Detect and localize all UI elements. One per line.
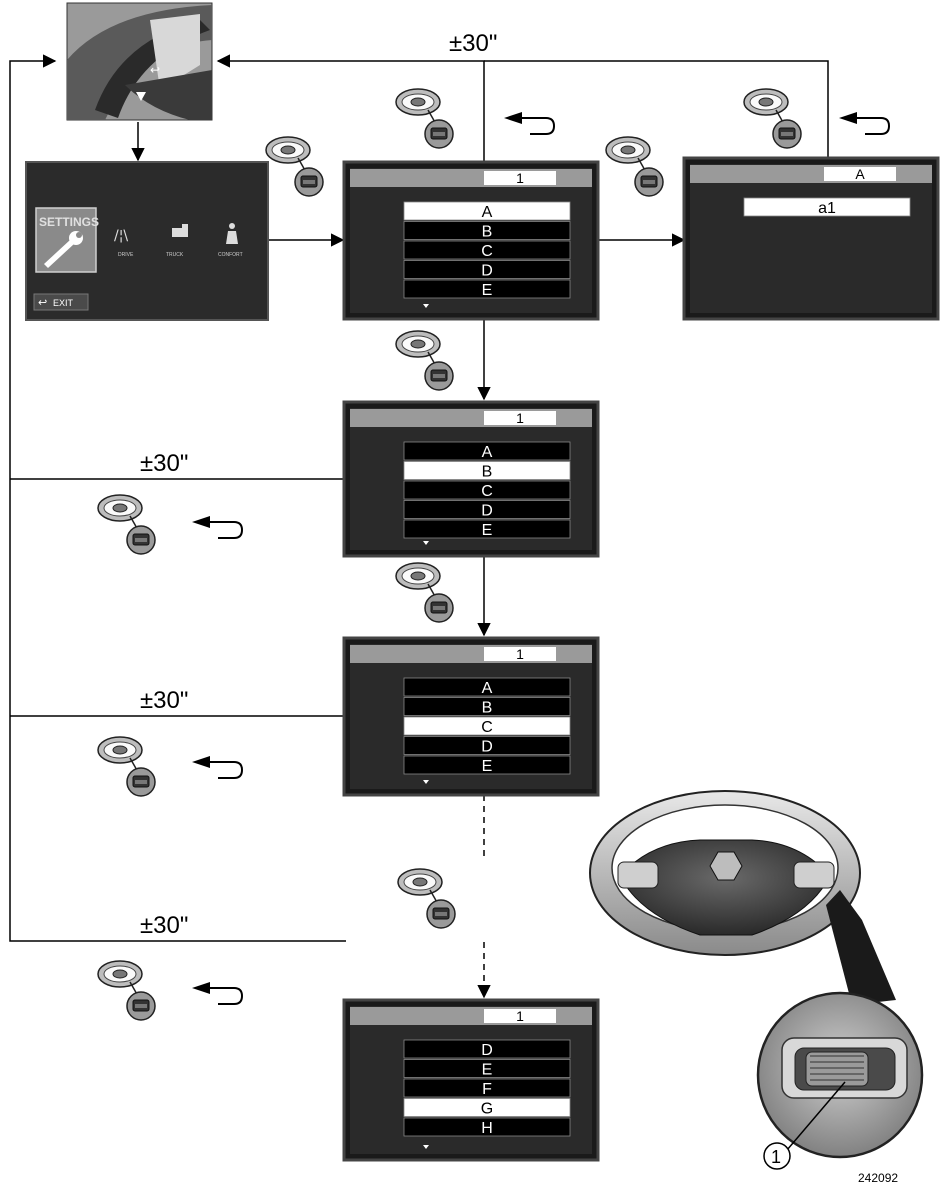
steering-wheel-button-icon xyxy=(396,89,453,148)
menu-row-label: A xyxy=(482,680,493,697)
menu-row-label: B xyxy=(482,464,493,481)
settings-title: SETTINGS xyxy=(39,215,99,229)
menu-screen-sub: Aa1 xyxy=(684,158,938,319)
screen-header-text: 1 xyxy=(516,170,524,186)
menu-row-label: D xyxy=(481,1042,493,1059)
thumbwheel-button-icon xyxy=(806,1052,868,1086)
svg-text:↩: ↩ xyxy=(150,63,160,77)
menu-row-label: B xyxy=(482,224,493,241)
menu-row-label: H xyxy=(481,1120,493,1137)
steering-wheel-button-icon xyxy=(398,869,455,928)
return-arrow-icon xyxy=(504,112,554,134)
timeout-label-3: ±30" xyxy=(140,912,188,939)
steering-wheel-illustration: 1 xyxy=(590,791,922,1169)
menu-row-label: E xyxy=(482,282,493,299)
steering-wheel-button-icon xyxy=(266,137,323,196)
steering-wheel-button-icon xyxy=(98,495,155,554)
exit-button[interactable]: ↩ EXIT xyxy=(34,294,88,310)
menu-row-label: C xyxy=(481,719,493,736)
exit-label: EXIT xyxy=(53,298,74,308)
steering-wheel-button-icon xyxy=(744,89,801,148)
truck-label: TRUCK xyxy=(166,252,184,258)
menu-row-label: G xyxy=(481,1101,493,1118)
steering-wheel-button-icon xyxy=(396,563,453,622)
menu-row-label: C xyxy=(481,243,493,260)
callout-number: 1 xyxy=(771,1147,781,1167)
menu-row-label: E xyxy=(482,758,493,775)
svg-text:/¦\: /¦\ xyxy=(114,228,128,244)
menu-row-label: D xyxy=(481,503,493,520)
settings-menu-screen: SETTINGS /¦\ DRIVE TRUCK CONFORT ↩ EXIT xyxy=(26,162,268,320)
figure-id: 242092 xyxy=(858,1171,898,1185)
return-arrow-icon xyxy=(192,756,242,778)
menu-row-label: A xyxy=(482,444,493,461)
screen-header-text: 1 xyxy=(516,1008,524,1024)
screen-header-text: A xyxy=(855,166,865,182)
steering-wheel-button-icon xyxy=(98,737,155,796)
return-arrow-icon xyxy=(192,516,242,538)
timeout-label-2: ±30" xyxy=(140,687,188,714)
menu-row-label: C xyxy=(481,483,493,500)
timeout-label-top: ±30" xyxy=(449,30,497,57)
menu-row-label: E xyxy=(482,1062,493,1079)
menu-row-label: E xyxy=(482,522,493,539)
control-panel-photo: ↩ xyxy=(67,3,212,120)
menu-row-label: D xyxy=(481,739,493,756)
menu-row-label: B xyxy=(482,700,493,717)
drive-label: DRIVE xyxy=(118,252,134,258)
steering-wheel-button-icon xyxy=(98,961,155,1020)
return-arrow-icon xyxy=(192,982,242,1004)
comfort-label: CONFORT xyxy=(218,252,243,258)
menu-row-label: a1 xyxy=(818,200,836,217)
screen-body xyxy=(690,164,932,313)
return-arrow-icon xyxy=(839,112,889,134)
screen-header-text: 1 xyxy=(516,410,524,426)
steering-wheel-button-icon xyxy=(396,331,453,390)
menu-row-label: D xyxy=(481,263,493,280)
menu-row-label: F xyxy=(482,1081,492,1098)
screen-header-text: 1 xyxy=(516,646,524,662)
exit-icon: ↩ xyxy=(38,296,47,309)
steering-wheel-button-icon xyxy=(606,137,663,196)
timeout-label-1: ±30" xyxy=(140,450,188,477)
menu-row-label: A xyxy=(482,204,493,221)
